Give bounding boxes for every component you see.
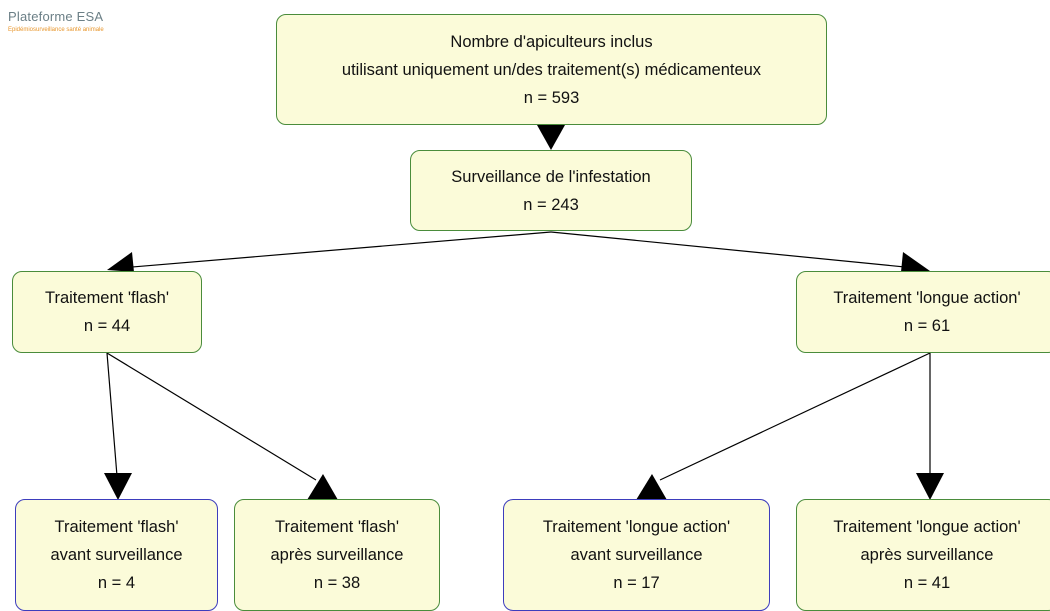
edge-longue-to-longue-apres bbox=[916, 353, 944, 500]
edge-surveillance-to-flash bbox=[107, 231, 552, 272]
node-count: n = 593 bbox=[523, 88, 580, 107]
node-line: avant surveillance bbox=[50, 546, 183, 564]
node-line: Traitement 'flash' bbox=[45, 289, 169, 307]
logo-subtitle: Epidémiosurveillance santé animale bbox=[8, 27, 104, 33]
node-line: Traitement 'longue action' bbox=[833, 518, 1021, 536]
node-line: après surveillance bbox=[860, 546, 994, 564]
node-long-action-after-surveillance: Traitement 'longue action' après surveil… bbox=[796, 499, 1050, 611]
node-count: n = 61 bbox=[903, 317, 951, 335]
node-flash-before-surveillance: Traitement 'flash' avant surveillance n … bbox=[15, 499, 218, 611]
edge-flash-to-flash-avant bbox=[104, 352, 132, 500]
logo-title: Plateforme ESA bbox=[8, 9, 104, 24]
node-count: n = 17 bbox=[613, 574, 660, 592]
node-flash-after-surveillance: Traitement 'flash' après surveillance n … bbox=[234, 499, 440, 611]
node-line: Traitement 'flash' bbox=[275, 518, 399, 536]
node-line: Traitement 'longue action' bbox=[542, 518, 731, 536]
edge-flash-to-flash-apres bbox=[106, 352, 338, 500]
node-line: Traitement 'longue action' bbox=[833, 289, 1021, 307]
platform-logo: Plateforme ESA Epidémiosurveillance sant… bbox=[8, 10, 104, 33]
node-line: utilisant uniquement un/des traitement(s… bbox=[341, 60, 762, 79]
node-count: n = 44 bbox=[83, 317, 131, 335]
node-count: n = 243 bbox=[523, 195, 579, 214]
node-long-action-treatment: Traitement 'longue action' n = 61 bbox=[796, 271, 1050, 353]
node-line: Nombre d'apiculteurs inclus bbox=[450, 32, 653, 51]
node-line: après surveillance bbox=[270, 546, 404, 564]
node-line: Surveillance de l'infestation bbox=[451, 167, 651, 186]
node-long-action-before-surveillance: Traitement 'longue action' avant surveil… bbox=[503, 499, 770, 611]
node-beekeepers-included: Nombre d'apiculteurs inclus utilisant un… bbox=[276, 14, 827, 125]
node-line: avant surveillance bbox=[570, 546, 703, 564]
node-count: n = 4 bbox=[97, 574, 136, 592]
node-infestation-surveillance: Surveillance de l'infestation n = 243 bbox=[410, 150, 692, 231]
node-line: Traitement 'flash' bbox=[54, 518, 179, 536]
edge-longue-to-longue-avant bbox=[636, 352, 931, 500]
node-flash-treatment: Traitement 'flash' n = 44 bbox=[12, 271, 202, 353]
edge-root-to-surveillance bbox=[537, 125, 565, 150]
edge-surveillance-to-longue bbox=[550, 231, 930, 272]
node-count: n = 41 bbox=[903, 574, 951, 592]
node-count: n = 38 bbox=[313, 574, 361, 592]
